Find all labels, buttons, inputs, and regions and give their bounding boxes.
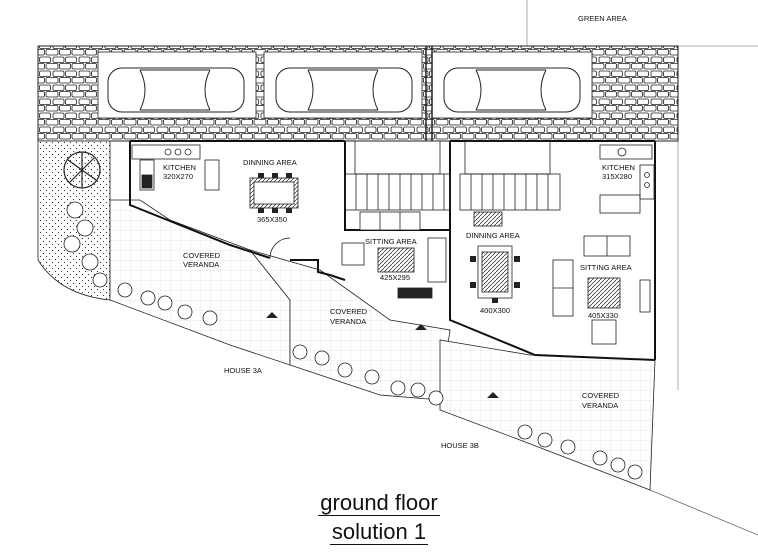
label-dining-right-size: 400X300 [480,306,510,315]
label-dining-left: DINNING AREA [243,158,297,167]
label-dining-left-size: 365X350 [257,215,287,224]
staircase-right [459,140,561,211]
label-kitchen-left-size: 320X270 [163,172,193,181]
label-veranda-right-1: COVERED [582,391,620,400]
label-sitting-right: SITTING AREA [580,263,632,272]
label-sitting-right-size: 405X330 [588,311,618,320]
caption-line-2-text: solution 1 [329,519,429,545]
label-kitchen-right-size: 315X280 [602,172,632,181]
label-veranda-left-1: COVERED [183,251,221,260]
label-veranda-mid-1: COVERED [330,307,368,316]
label-kitchen-right: KITCHEN [602,163,635,172]
staircase-left [344,140,451,211]
dining-table-right [470,211,520,303]
caption-line-2: solution 1 [0,519,758,545]
label-sitting-left: SITTING AREA [365,237,417,246]
veranda-left [109,199,291,366]
label-green-area: GREEN AREA [578,14,627,23]
tree-icon [63,151,101,189]
label-veranda-right-2: VERANDA [582,401,618,410]
label-house-3a: HOUSE 3A [224,366,262,375]
car-2 [275,67,413,113]
dining-table-left [249,173,299,213]
label-dining-right: DINNING AREA [466,231,520,240]
label-kitchen-left: KITCHEN [163,163,196,172]
car-1 [107,67,245,113]
caption-line-1: ground floor [0,490,758,516]
label-veranda-left-2: VERANDA [183,260,219,269]
car-3 [443,67,581,113]
label-sitting-left-size: 425X295 [380,273,410,282]
label-house-3b: HOUSE 3B [441,441,479,450]
label-veranda-mid-2: VERANDA [330,317,366,326]
caption-line-1-text: ground floor [318,490,440,516]
